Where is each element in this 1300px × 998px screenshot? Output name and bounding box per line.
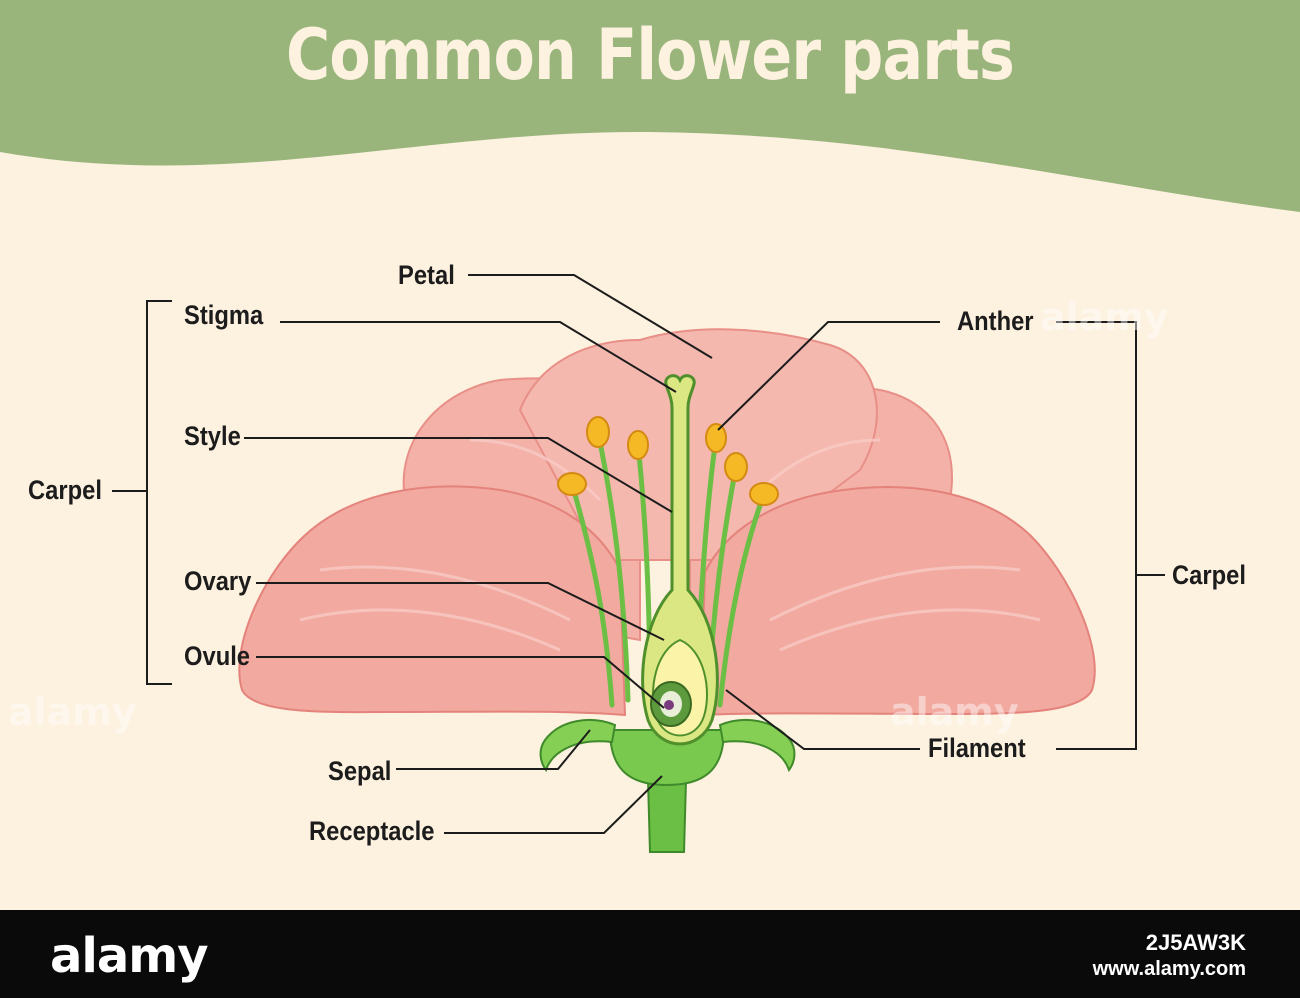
petal-right	[698, 486, 1096, 717]
leader-filament	[725, 689, 920, 750]
leader-stigma	[280, 321, 677, 393]
label-style: Style	[184, 421, 241, 451]
leader-ovary	[256, 582, 665, 641]
title-banner	[0, 0, 1300, 212]
footer-logo: alamy	[50, 928, 209, 984]
carpel-bracket-left	[146, 300, 172, 685]
leader-anther	[717, 321, 940, 431]
receptacle-base	[608, 729, 726, 787]
label-carpel-right: Carpel	[1172, 560, 1246, 590]
page-title: Common Flower parts	[285, 14, 1015, 96]
footer-image-id: 2J5AW3K	[1145, 930, 1246, 955]
watermark-left: alamy	[8, 690, 137, 734]
anther-2	[627, 430, 649, 460]
ovule-nucleus	[664, 700, 674, 710]
label-anther: Anther	[957, 306, 1034, 336]
leader-style	[244, 437, 673, 513]
carpel-bracket-right	[1056, 321, 1137, 750]
label-sepal: Sepal	[328, 756, 392, 786]
anthers	[557, 416, 779, 506]
label-petal: Petal	[398, 260, 455, 290]
label-receptacle: Receptacle	[309, 816, 435, 846]
footer-bar	[0, 910, 1300, 998]
watermark-right: alamy	[890, 690, 1019, 734]
anther-3	[557, 472, 587, 496]
footer-site: www.alamy.com	[1092, 958, 1246, 980]
anther-4	[705, 423, 727, 453]
label-stigma: Stigma	[184, 300, 264, 330]
label-carpel-left: Carpel	[28, 475, 102, 505]
pistil	[641, 374, 719, 746]
leader-sepal	[396, 729, 591, 770]
watermark-right-top: alamy	[1040, 295, 1169, 339]
label-ovule: Ovule	[184, 641, 251, 671]
petal-left	[238, 485, 627, 717]
label-filament: Filament	[928, 733, 1026, 763]
sepal-left	[539, 719, 617, 773]
sepal-right	[718, 719, 796, 773]
anther-5	[724, 452, 748, 482]
label-ovary: Ovary	[184, 566, 252, 596]
leader-petal	[468, 274, 713, 359]
anther-1	[586, 416, 610, 448]
leader-receptacle	[444, 775, 663, 834]
receptacle-stem	[646, 779, 688, 853]
leader-ovule	[256, 656, 665, 709]
petal-veins	[299, 438, 1041, 652]
leader-lines	[112, 274, 1165, 834]
anther-6	[749, 482, 779, 506]
